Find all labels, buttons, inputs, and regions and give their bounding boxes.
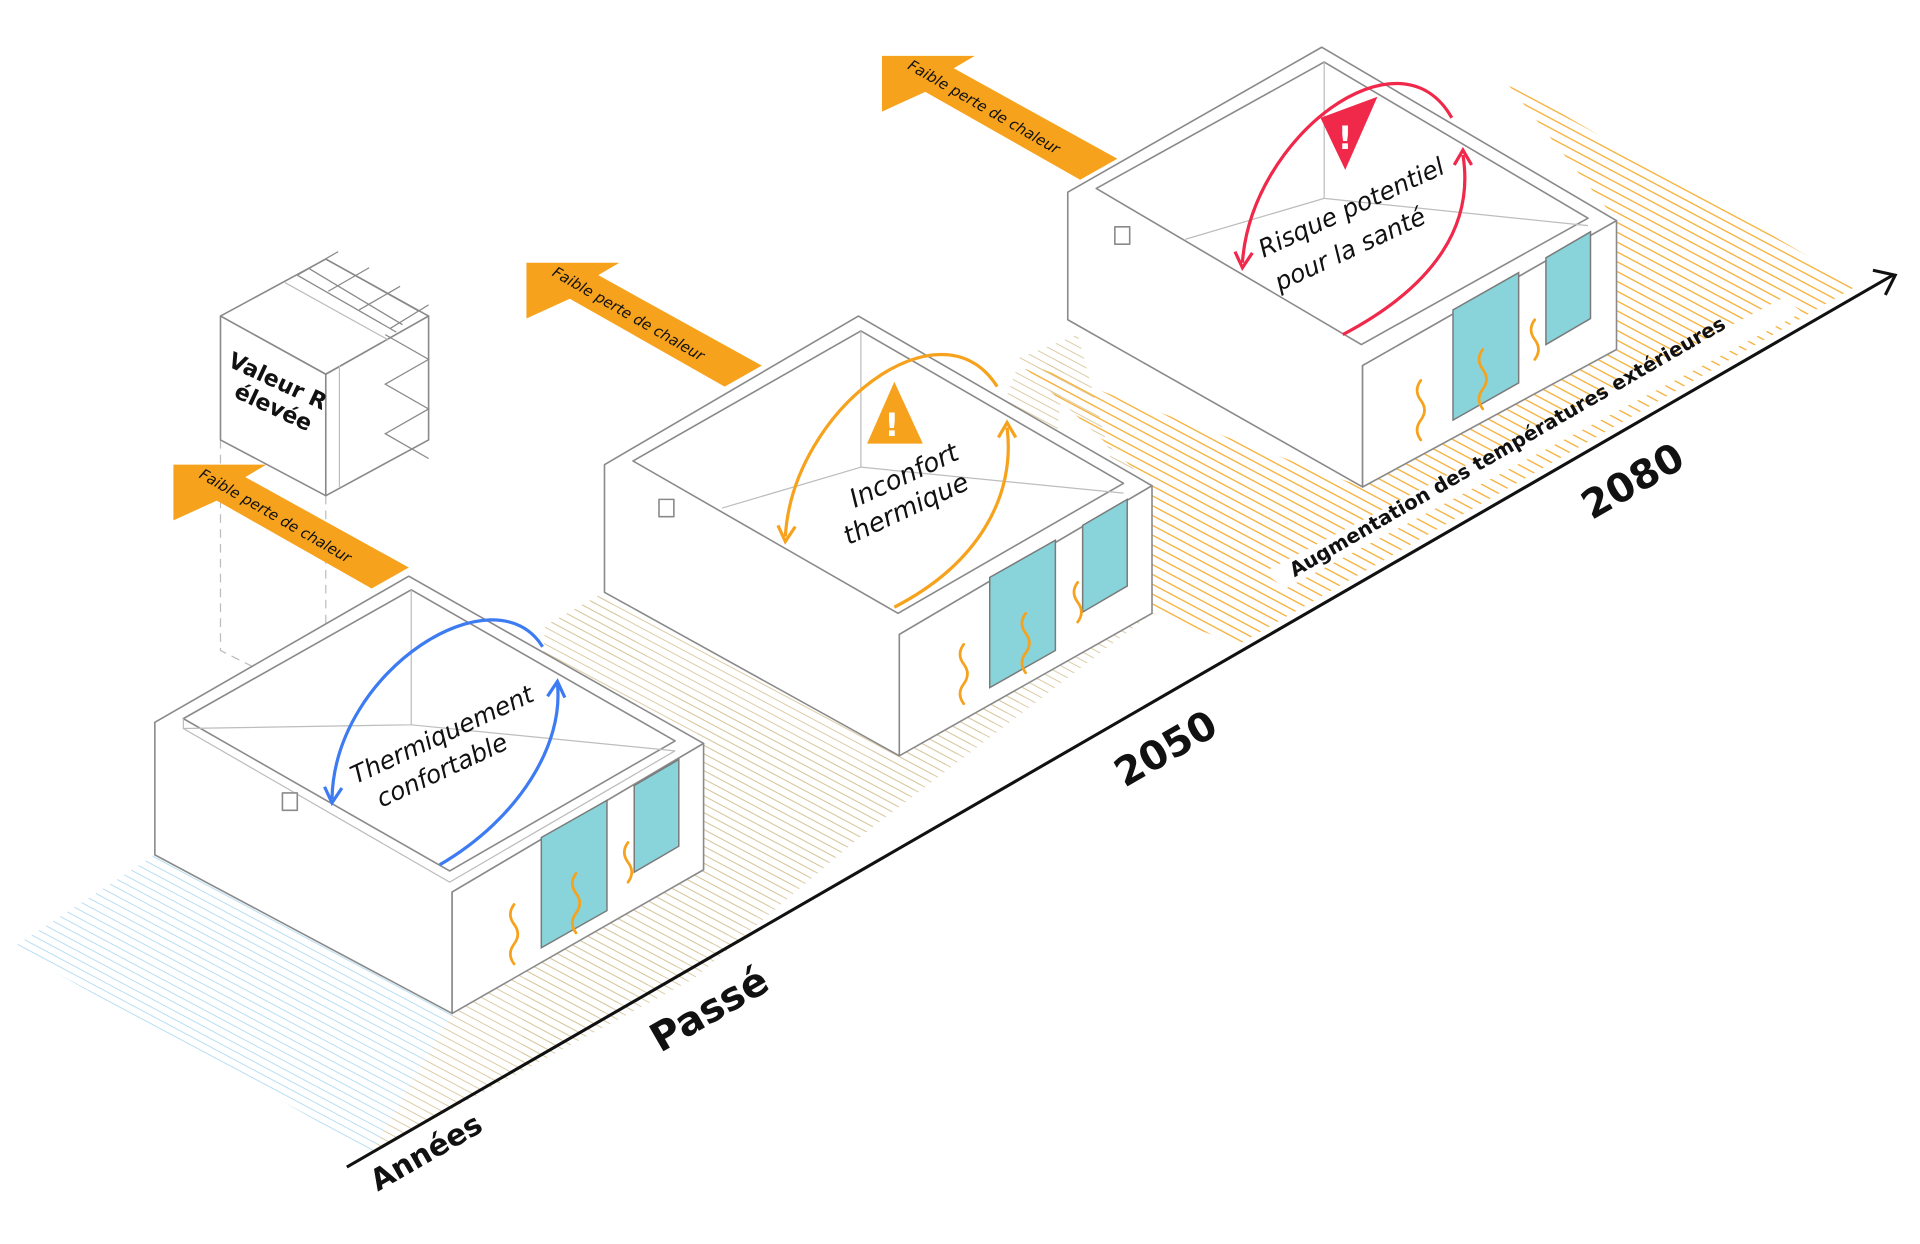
heat-loss-arrow-3: Faible perte de chaleur (881, 55, 1118, 180)
axis-arrow-icon (1872, 268, 1898, 296)
health-risk-cycle-arrow (1240, 82, 1467, 337)
svg-text:Faible perte de chaleur: Faible perte de chaleur (905, 56, 1064, 158)
svg-text:!: ! (884, 406, 899, 444)
trend-label-band (1263, 297, 1803, 589)
svg-text:Faible perte de chaleur: Faible perte de chaleur (549, 263, 708, 365)
insulation-cube: Valeur R élevée (219, 251, 430, 812)
room-2050: ! Inconfort thermique (603, 315, 1153, 757)
tick-2050: 2050 (1107, 702, 1226, 797)
room-2080: ! Risque potentiel pour la santé (1066, 46, 1618, 488)
heat-loss-arrow-1: Faible perte de chaleur (173, 464, 409, 589)
warning-icon (867, 381, 923, 444)
ground-2080 (1015, 80, 1859, 645)
danger-icon (1320, 96, 1378, 170)
heat-loss-arrow-2: Faible perte de chaleur (526, 262, 762, 387)
ground-past (12, 854, 453, 1153)
room-past: Thermiquement confortable (154, 575, 705, 1015)
svg-text:!: ! (1338, 119, 1353, 157)
time-axis (346, 273, 1894, 1169)
comfort-cycle-arrow (330, 618, 560, 867)
discomfort-cycle-arrow (783, 352, 1010, 609)
